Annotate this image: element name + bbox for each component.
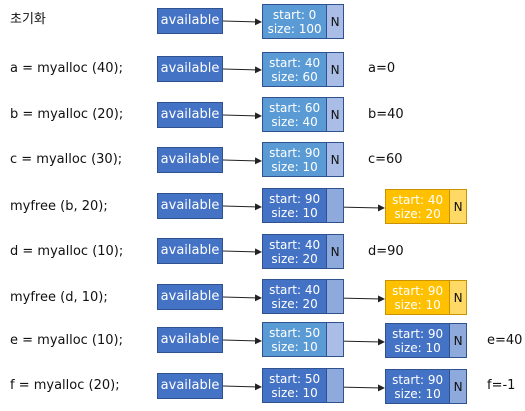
- head-arrow: [222, 112, 262, 120]
- node-size: size: 20: [271, 251, 318, 266]
- result-f: f=-1: [487, 378, 516, 393]
- next-pointer: [326, 323, 343, 356]
- head-arrow: [222, 383, 262, 391]
- node-start: start: 90: [269, 145, 321, 160]
- node-size: size: 10: [394, 297, 441, 312]
- node-size: size: 10: [271, 205, 318, 220]
- node-size: size: 10: [271, 339, 318, 354]
- next-arrow: [335, 338, 385, 346]
- available-head: available: [157, 327, 223, 353]
- node-start: start: 50: [269, 325, 321, 340]
- null-pointer: N: [326, 235, 343, 268]
- head-arrow: [222, 294, 262, 302]
- node-size: size: 10: [394, 386, 441, 401]
- node-size: size: 10: [271, 385, 318, 400]
- step-label-alloc-b: b = myalloc (20);: [10, 107, 124, 122]
- node-size: size: 10: [271, 159, 318, 174]
- step-label-alloc-c: c = myalloc (30);: [10, 152, 123, 167]
- step-label-init: 초기화: [10, 12, 46, 27]
- node-start: start: 60: [269, 100, 321, 115]
- null-pointer: N: [326, 98, 343, 131]
- next-pointer: [326, 189, 343, 222]
- next-arrow: [335, 295, 385, 303]
- node-start: start: 40: [269, 55, 321, 70]
- node-start: start: 50: [269, 371, 321, 386]
- head-arrow: [222, 337, 262, 345]
- head-arrow: [222, 18, 262, 26]
- step-label-alloc-d: d = myalloc (10);: [10, 244, 124, 259]
- result-c: c=60: [368, 152, 403, 167]
- null-pointer: N: [326, 53, 343, 86]
- node-size: size: 100: [267, 21, 322, 36]
- result-e: e=40: [487, 333, 523, 348]
- node-size: size: 20: [394, 206, 441, 221]
- null-pointer: N: [449, 370, 466, 403]
- available-head: available: [157, 56, 223, 82]
- node-start: start: 40: [269, 237, 321, 252]
- available-head: available: [157, 373, 223, 399]
- result-a: a=0: [368, 61, 396, 76]
- node-start: start: 90: [392, 283, 444, 298]
- head-arrow: [222, 157, 262, 165]
- node-start: start: 40: [392, 192, 444, 207]
- available-head: available: [157, 147, 223, 173]
- node-start: start: 90: [392, 326, 444, 341]
- step-label-free-b: myfree (b, 20);: [10, 199, 108, 214]
- step-label-alloc-a: a = myalloc (40);: [10, 61, 123, 76]
- available-head: available: [157, 193, 223, 219]
- step-label-free-d: myfree (d, 10);: [10, 290, 108, 305]
- available-head: available: [157, 238, 223, 264]
- null-pointer: N: [449, 324, 466, 357]
- head-arrow: [222, 248, 262, 256]
- node-size: size: 20: [271, 296, 318, 311]
- node-start: start: 90: [269, 191, 321, 206]
- next-arrow: [335, 204, 385, 212]
- node-start: start: 0: [272, 7, 317, 22]
- next-pointer: [326, 369, 343, 402]
- step-label-alloc-f: f = myalloc (20);: [10, 378, 120, 393]
- null-pointer: N: [449, 281, 466, 314]
- result-b: b=40: [368, 107, 404, 122]
- node-start: start: 90: [392, 372, 444, 387]
- next-pointer: [326, 280, 343, 313]
- null-pointer: N: [449, 190, 466, 223]
- null-pointer: N: [326, 143, 343, 176]
- node-start: start: 40: [269, 282, 321, 297]
- result-d: d=90: [368, 244, 404, 259]
- node-size: size: 40: [271, 114, 318, 129]
- node-size: size: 10: [394, 340, 441, 355]
- step-label-alloc-e: e = myalloc (10);: [10, 333, 124, 348]
- null-pointer: N: [326, 5, 343, 38]
- next-arrow: [335, 384, 385, 392]
- node-size: size: 60: [271, 69, 318, 84]
- available-head: available: [157, 102, 223, 128]
- head-arrow: [222, 203, 262, 211]
- available-head: available: [157, 284, 223, 310]
- available-head: available: [157, 8, 223, 34]
- head-arrow: [222, 66, 262, 74]
